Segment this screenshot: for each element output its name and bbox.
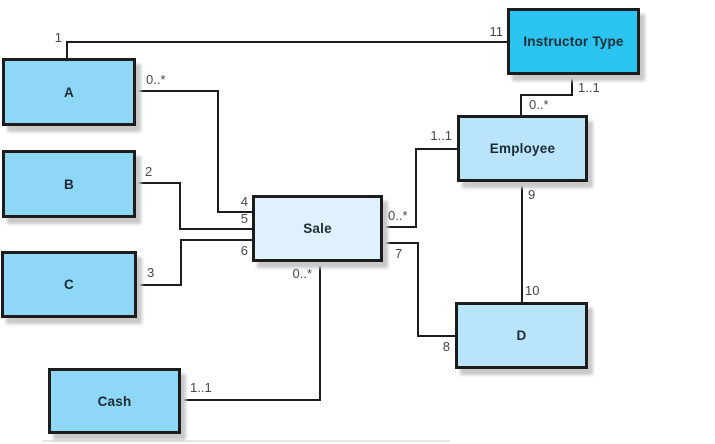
edge-instructor-employee-seg3 <box>520 94 522 116</box>
edge-sale-cash-seg1 <box>319 261 321 401</box>
node-a-label: A <box>64 84 74 100</box>
edge-label-num-8: 8 <box>442 339 450 354</box>
edge-c-sale-seg2 <box>180 239 182 286</box>
edge-a-sale-seg1 <box>135 90 219 92</box>
edge-label-num-10: 10 <box>525 283 540 298</box>
node-employee-label: Employee <box>489 141 556 156</box>
edge-c-sale-seg3 <box>180 239 253 241</box>
edge-c-sale-seg1 <box>135 284 182 286</box>
edge-label-mult-a-sale: 0..* <box>146 72 166 87</box>
edge-b-sale-seg3 <box>179 228 253 230</box>
node-a: A <box>2 58 136 126</box>
edge-employee-d-line <box>521 181 523 303</box>
node-b: B <box>2 150 136 218</box>
edge-label-num-1: 1 <box>54 30 62 45</box>
edge-a-sale-seg2 <box>217 90 219 213</box>
edge-a-instructor-line <box>66 41 508 43</box>
edge-sale-d-seg3 <box>417 335 456 337</box>
node-instructor-type-label: Instructor Type <box>523 34 624 49</box>
node-cash: Cash <box>48 368 181 434</box>
node-c-label: C <box>64 277 74 292</box>
edge-label-num-11: 11 <box>489 24 504 39</box>
node-cash-label: Cash <box>97 393 132 409</box>
edge-label-num-9: 9 <box>528 187 536 202</box>
node-sale-label: Sale <box>303 221 332 236</box>
edge-sale-cash-seg2 <box>180 399 321 401</box>
edge-instructor-employee-seg1 <box>571 74 573 96</box>
edge-sale-employee-seg1 <box>382 226 417 228</box>
edge-label-mult-sale-employee: 0..* <box>388 208 408 223</box>
node-c: C <box>1 251 137 318</box>
edge-b-sale-seg2 <box>179 182 181 230</box>
node-instructor-type: Instructor Type <box>507 8 640 75</box>
edge-label-num-5: 5 <box>240 211 248 226</box>
node-d-label: D <box>516 328 527 343</box>
edge-label-num-6: 6 <box>240 243 248 258</box>
edge-label-num-3: 3 <box>147 265 155 280</box>
edge-sale-d-seg2 <box>417 242 419 337</box>
node-d: D <box>455 302 588 369</box>
node-employee: Employee <box>457 115 588 182</box>
edge-label-mult-employee-sale: 1..1 <box>430 128 452 143</box>
node-sale: Sale <box>252 195 383 262</box>
edge-instructor-employee-seg2 <box>520 94 573 96</box>
edge-label-num-2: 2 <box>145 164 153 179</box>
edge-label-num-4: 4 <box>240 194 248 209</box>
edge-b-sale-seg1 <box>135 182 181 184</box>
edge-sale-employee-seg2 <box>415 148 417 228</box>
node-b-label: B <box>64 176 74 192</box>
edge-label-mult-it-employee: 1..1 <box>578 80 600 95</box>
edge-a-instructor-riser <box>66 41 68 59</box>
edge-label-mult-sale-cash: 0..* <box>292 266 312 281</box>
edge-a-sale-seg3 <box>217 211 253 213</box>
edge-sale-d-seg1 <box>382 242 419 244</box>
edge-sale-employee-seg3 <box>415 148 458 150</box>
edge-label-mult-cash: 1..1 <box>190 380 212 395</box>
page-edge-line <box>43 440 450 442</box>
edge-label-mult-employee-it: 0..* <box>529 97 549 112</box>
edge-label-num-7: 7 <box>395 246 403 261</box>
